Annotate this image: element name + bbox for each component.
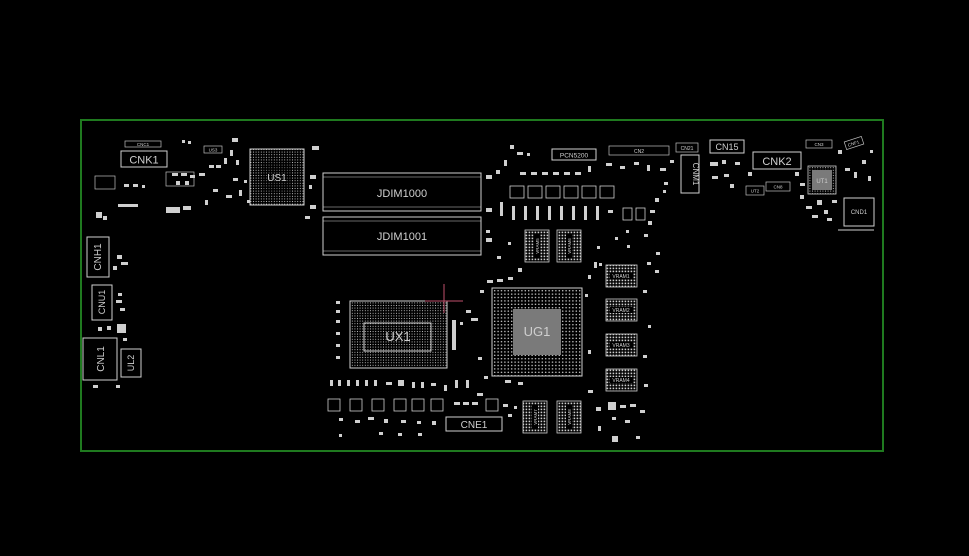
cnc1-label: CNC1 (137, 142, 150, 147)
smd-cluster-topleft (96, 138, 319, 220)
vram-chip-vram5[interactable]: VRAM5 (524, 229, 550, 263)
us1-label: US1 (267, 173, 287, 184)
cross-marker (425, 284, 463, 313)
vram-chip-vram4[interactable]: VRAM4 (605, 368, 638, 392)
chip-ut2[interactable]: UT2 (745, 185, 765, 196)
smd-cluster-topmid (496, 145, 873, 240)
cnh1-label: CNH1 (93, 243, 104, 271)
cnf1-label: CNF1 (847, 139, 860, 148)
component-topleft-box2 (165, 171, 195, 187)
ug1-label: UG1 (524, 324, 551, 339)
cpu-ux1[interactable]: UX1 (349, 300, 448, 369)
cn21-label: CN21 (681, 146, 694, 152)
connector-cn21[interactable]: CN21 (675, 142, 699, 153)
vram-chip-vram7[interactable]: VRAM7 (522, 400, 548, 434)
cnm1-label: CNM1 (691, 163, 700, 186)
ut2-label: UT2 (751, 189, 760, 194)
cnd1-label: CND1 (851, 210, 868, 216)
connector-cnd1[interactable]: CND1 (838, 197, 875, 231)
dimm-side-pads (310, 175, 492, 242)
cn15-label: CN15 (715, 142, 738, 152)
vram2-label: VRAM2 (612, 308, 629, 314)
cnk1-label: CNK1 (129, 155, 158, 167)
cnk2-label: CNK2 (762, 156, 791, 168)
smd-cluster-bottom (330, 380, 645, 442)
smd-cluster-right (497, 242, 660, 273)
dimm-socket-jdim1000[interactable]: JDIM1000 (322, 172, 482, 212)
connector-cne1[interactable]: CNE1 (445, 416, 503, 432)
board-outline (80, 119, 884, 452)
connector-cnk1[interactable]: CNK1 (120, 150, 168, 168)
vram-chip-vram2[interactable]: VRAM2 (605, 298, 638, 322)
connector-cnl1[interactable]: CNL1 (82, 337, 118, 381)
gpu-ug1[interactable]: UG1 (491, 287, 583, 377)
connector-cnu1[interactable]: CNU1 (91, 284, 113, 321)
connector-cn2[interactable]: CN2 (608, 145, 670, 156)
ul2-label: UL2 (126, 355, 136, 372)
connector-cnm1[interactable]: CNM1 (680, 154, 700, 194)
connector-cn15[interactable]: CN15 (709, 139, 745, 154)
component-topleft-box (94, 175, 116, 190)
cn8-label: CN8 (773, 185, 782, 190)
vram6-label: VRAM6 (567, 238, 572, 254)
cn2-label: CN2 (634, 149, 644, 155)
vram3-label: VRAM3 (612, 343, 629, 349)
us3-label: US3 (209, 148, 218, 153)
ut1-label: UT1 (816, 179, 828, 185)
connector-cnk2[interactable]: CNK2 (752, 151, 802, 170)
smd-cluster-mid (336, 262, 651, 393)
connector-pcn5200[interactable]: PCN5200 (551, 148, 597, 161)
cn3-label: CN3 (814, 142, 823, 147)
connector-cn8[interactable]: CN8 (765, 181, 791, 192)
vram7-label: VRAM7 (533, 409, 538, 425)
vram5-label: VRAM5 (535, 238, 540, 254)
cnl1-label: CNL1 (96, 346, 107, 372)
vram-chip-vram8[interactable]: VRAM8 (556, 400, 582, 434)
chip-us1[interactable]: US1 (249, 148, 305, 206)
vram1-label: VRAM1 (612, 274, 629, 280)
chip-ul2[interactable]: UL2 (120, 348, 142, 378)
vram-chip-vram1[interactable]: VRAM1 (605, 264, 638, 288)
vram-chip-vram3[interactable]: VRAM3 (605, 333, 638, 357)
ux1-label: UX1 (385, 329, 410, 344)
connector-cn3[interactable]: CN3 (805, 139, 833, 149)
vrm-row-top (509, 185, 646, 221)
vrm-row-bottom (327, 398, 499, 412)
pcn5200-label: PCN5200 (560, 153, 589, 160)
smd-cluster-left (93, 255, 128, 388)
chip-us3[interactable]: US3 (203, 145, 223, 154)
dimm-socket-jdim1001[interactable]: JDIM1001 (322, 216, 482, 256)
vram8-label: VRAM8 (567, 409, 572, 425)
connector-cnf1[interactable]: CNF1 (843, 135, 865, 151)
chip-ut1[interactable]: UT1 (807, 165, 837, 195)
connector-cnc1[interactable]: CNC1 (124, 140, 162, 148)
jdim1001-label: JDIM1001 (377, 231, 427, 243)
jdim1000-label: JDIM1000 (377, 188, 427, 200)
cnu1-label: CNU1 (97, 290, 107, 315)
connector-cnh1[interactable]: CNH1 (86, 236, 110, 278)
vram4-label: VRAM4 (612, 378, 629, 384)
cne1-label: CNE1 (461, 420, 488, 431)
vram-chip-vram6[interactable]: VRAM6 (556, 229, 582, 263)
